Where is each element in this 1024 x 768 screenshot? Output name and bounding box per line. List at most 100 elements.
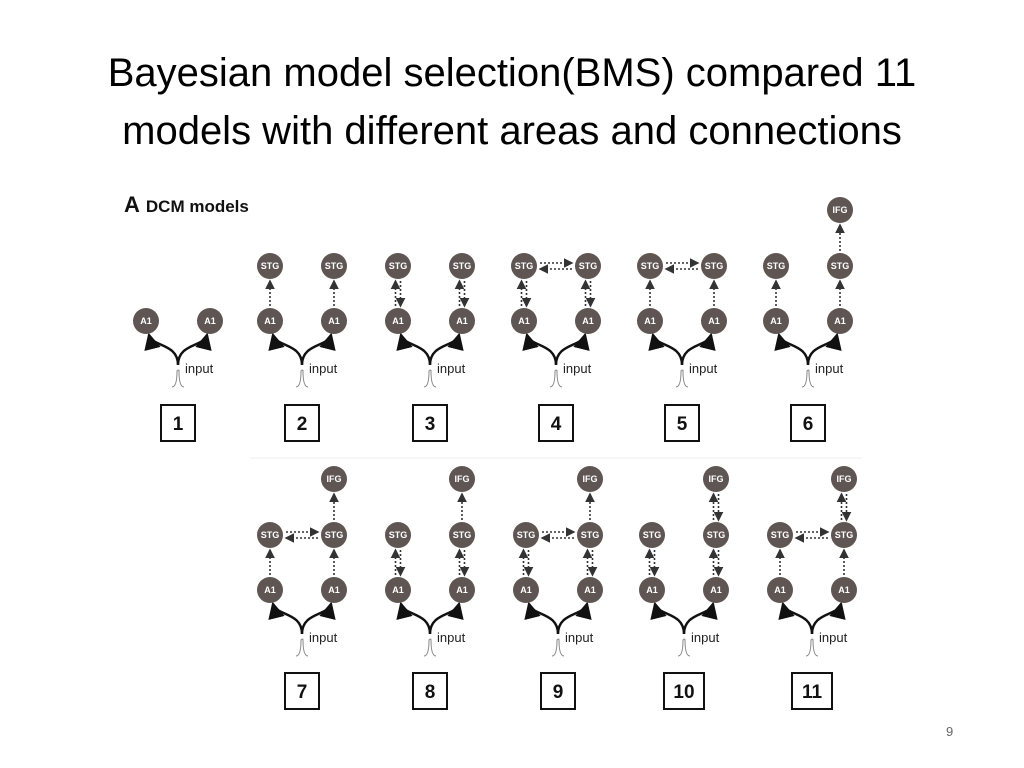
input-label-5: input: [689, 361, 718, 376]
node-a1-right-5-circle: [701, 308, 727, 334]
node-ifg-9-circle: [577, 466, 603, 492]
node-stg-left-5-label: STG: [641, 261, 660, 271]
input-arrow-right-7: [300, 601, 336, 635]
node-stg-left-9-label: STG: [517, 530, 536, 540]
node-stg-right-9-label: STG: [581, 530, 600, 540]
input-arrow-left-10: [650, 601, 686, 635]
node-stg-right-5-circle: [701, 253, 727, 279]
node-a1-right-9-label: A1: [584, 585, 596, 595]
node-stg-left-2-label: STG: [261, 261, 280, 271]
node-a1-right-4: A1: [575, 308, 601, 334]
node-a1-right-11: A1: [831, 577, 857, 603]
model-number-5: 5: [677, 414, 688, 435]
input-arrow-right-5: [680, 332, 716, 366]
input-signal-7: [295, 638, 309, 657]
node-stg-right-7-label: STG: [325, 530, 344, 540]
model-number-11: 11: [802, 682, 823, 703]
node-a1-left-10-label: A1: [646, 585, 658, 595]
node-ifg-10-circle: [703, 466, 729, 492]
node-ifg-11: IFG: [831, 466, 857, 492]
input-arrow-left-4: [522, 332, 558, 366]
node-a1-right-8: A1: [449, 577, 475, 603]
node-stg-right-4: STG: [575, 253, 601, 279]
node-stg-right-3-label: STG: [453, 261, 472, 271]
model-number-7: 7: [297, 682, 308, 703]
input-signal-8: [423, 638, 437, 657]
input-label-8: input: [437, 630, 466, 645]
node-a1-left-6: A1: [763, 308, 789, 334]
input-arrow-right-2: [300, 332, 336, 366]
node-a1-right-6-label: A1: [834, 316, 846, 326]
node-a1-left-4-label: A1: [518, 316, 530, 326]
model-number-3: 3: [425, 414, 436, 435]
node-a1-left-5-label: A1: [644, 316, 656, 326]
slide-number: 9: [946, 724, 954, 739]
node-stg-left-10: STG: [639, 522, 665, 548]
input-arrow-left-11: [778, 601, 814, 635]
model-number-2: 2: [297, 414, 308, 435]
node-stg-right-2-circle: [321, 253, 347, 279]
node-a1-left-2-label: A1: [264, 316, 276, 326]
node-stg-right-8-circle: [449, 522, 475, 548]
model-number-box-7: [284, 672, 320, 710]
node-stg-right-3: STG: [449, 253, 475, 279]
node-stg-left-8-circle: [385, 522, 411, 548]
node-stg-left-4: STG: [511, 253, 537, 279]
node-stg-right-3-circle: [449, 253, 475, 279]
node-a1-right-6-circle: [827, 308, 853, 334]
slide-title-line1: Bayesian model selection(BMS) compared 1…: [107, 51, 917, 95]
model-number-9: 9: [553, 682, 564, 703]
node-a1-left-4-circle: [511, 308, 537, 334]
node-a1-left-6-label: A1: [770, 316, 782, 326]
input-arrow-left-2: [268, 332, 304, 366]
node-a1-left-7-circle: [257, 577, 283, 603]
node-a1-right-7: A1: [321, 577, 347, 603]
node-a1-right-1-circle: [197, 308, 223, 334]
input-arrow-right-9: [556, 601, 592, 635]
node-a1-right-6: A1: [827, 308, 853, 334]
node-a1-left-8: A1: [385, 577, 411, 603]
model-number-box-6: [790, 404, 826, 442]
node-stg-right-6-circle: [827, 253, 853, 279]
node-stg-right-7-circle: [321, 522, 347, 548]
node-stg-left-2: STG: [257, 253, 283, 279]
model-number-8: 8: [425, 682, 436, 703]
node-stg-left-7: STG: [257, 522, 283, 548]
node-a1-left-9-label: A1: [520, 585, 532, 595]
node-a1-left-11-circle: [767, 577, 793, 603]
node-a1-left-5-circle: [637, 308, 663, 334]
model-number-box-11: [791, 672, 833, 710]
node-stg-left-5: STG: [637, 253, 663, 279]
node-a1-left-1-circle: [133, 308, 159, 334]
input-arrow-right-3: [428, 332, 464, 366]
node-stg-right-11-label: STG: [835, 530, 854, 540]
node-a1-left-5: A1: [637, 308, 663, 334]
node-ifg-7: IFG: [321, 466, 347, 492]
node-stg-left-9: STG: [513, 522, 539, 548]
node-a1-right-10-circle: [703, 577, 729, 603]
input-signal-11: [805, 638, 819, 657]
node-stg-left-6: STG: [763, 253, 789, 279]
node-stg-right-5-label: STG: [705, 261, 724, 271]
input-arrow-right-10: [682, 601, 718, 635]
input-arrow-left-6: [774, 332, 810, 366]
node-stg-left-8-label: STG: [389, 530, 408, 540]
input-arrow-left-8: [396, 601, 432, 635]
node-a1-left-2-circle: [257, 308, 283, 334]
node-stg-right-4-circle: [575, 253, 601, 279]
node-stg-right-11-circle: [831, 522, 857, 548]
node-a1-left-2: A1: [257, 308, 283, 334]
node-stg-right-10-circle: [703, 522, 729, 548]
input-label-1: input: [185, 361, 214, 376]
node-ifg-10: IFG: [703, 466, 729, 492]
panel-title: DCM models: [145, 197, 249, 216]
model-number-box-3: [412, 404, 448, 442]
node-stg-right-5: STG: [701, 253, 727, 279]
